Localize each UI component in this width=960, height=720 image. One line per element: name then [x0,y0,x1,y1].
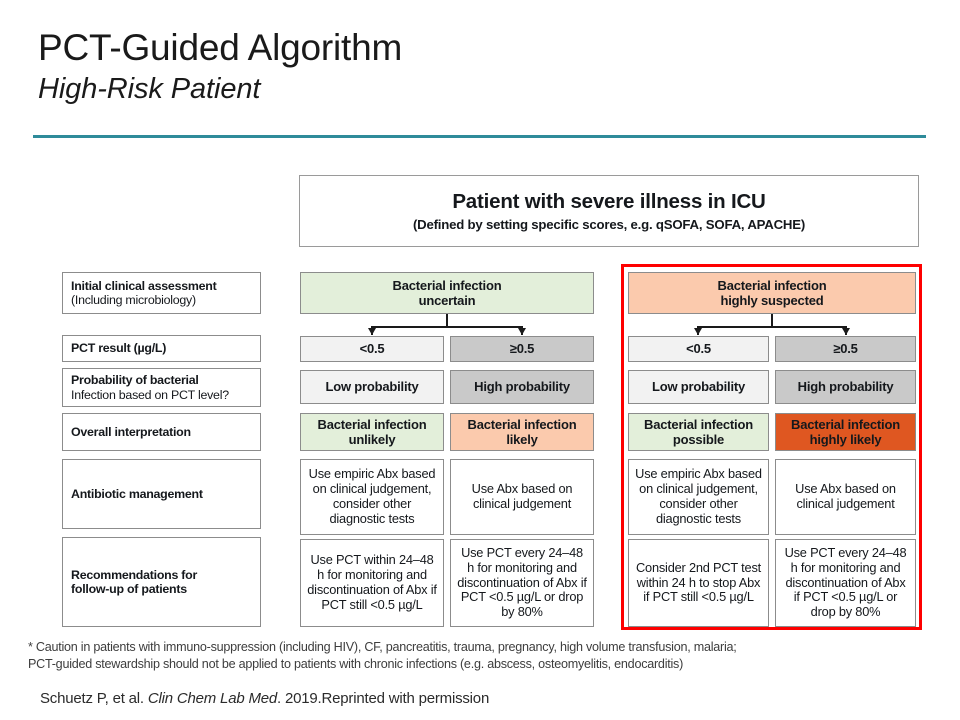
connector-bar-suspected [698,326,846,328]
page-title: PCT-Guided Algorithm High-Risk Patient [38,26,402,108]
uncertain-prob-high: High probability [450,370,594,404]
suspected-prob-high: High probability [775,370,916,404]
suspected-abx-low: Use empiric Abx based on clinical judgem… [628,459,769,535]
uncertain-abx-low: Use empiric Abx based on clinical judgem… [300,459,444,535]
figure-header-box: Patient with severe illness in ICU (Defi… [299,175,919,247]
footnote-line-2: PCT-guided stewardship should not be app… [28,657,684,671]
suspected-interpretation-low: Bacterial infection possible [628,413,769,451]
uncertain-abx-high: Use Abx based on clinical judgement [450,459,594,535]
connector-bar-uncertain [372,326,522,328]
uncertain-followup-low: Use PCT within 24–48 h for monitoring an… [300,539,444,627]
highlight-frame-high-risk [621,264,922,630]
suspected-pct-high: ≥0.5 [775,336,916,362]
uncertain-interpretation-high: Bacterial infection likely [450,413,594,451]
title-subtitle: High-Risk Patient [38,73,261,105]
suspected-followup-low: Consider 2nd PCT test within 24 h to sto… [628,539,769,627]
footnote-line-1: * Caution in patients with immuno-suppre… [28,640,737,654]
row-label-pct-result: PCT result (µg/L) [62,335,261,362]
figure-footnote: * Caution in patients with immuno-suppre… [28,639,933,673]
arrow-left-suspected [693,328,702,335]
suspected-abx-high: Use Abx based on clinical judgement [775,459,916,535]
suspected-followup-high: Use PCT every 24–48 h for monitoring and… [775,539,916,627]
row-label-recommendations: Recommendations for follow-up of patient… [62,537,261,627]
citation-authors: Schuetz P, et al. [40,690,148,707]
suspected-prob-low: Low probability [628,370,769,404]
arrow-left-uncertain [367,328,376,335]
suspected-interpretation-high: Bacterial infection highly likely [775,413,916,451]
citation-journal: Clin Chem Lab Med [147,690,278,707]
uncertain-pct-high: ≥0.5 [450,336,594,362]
row-label-overall-interpretation: Overall interpretation [62,413,261,451]
row-label-probability: Probability of bacterial Infection based… [62,368,261,407]
arrow-right-uncertain [517,328,526,335]
connector-stem-uncertain [446,314,448,328]
row-label-antibiotic-management: Antibiotic management [62,459,261,529]
title-main: PCT-Guided Algorithm [38,27,403,68]
uncertain-interpretation-low: Bacterial infection unlikely [300,413,444,451]
uncertain-prob-low: Low probability [300,370,444,404]
suspected-header: Bacterial infection highly suspected [628,272,916,314]
figure-header-line2: (Defined by setting specific scores, e.g… [412,216,806,232]
citation-rest: . 2019.Reprinted with permission [277,690,490,707]
uncertain-pct-low: <0.5 [300,336,444,362]
title-divider [33,135,926,138]
branch-uncertain-header: Bacterial infection uncertain [300,272,594,314]
row-label-initial-assessment: Initial clinical assessment (Including m… [62,272,261,314]
arrow-right-suspected [841,328,850,335]
uncertain-followup-high: Use PCT every 24–48 h for monitoring and… [450,539,594,627]
figure-header-line1: Patient with severe illness in ICU [452,189,766,213]
connector-stem-suspected [771,314,773,328]
suspected-pct-low: <0.5 [628,336,769,362]
citation: Schuetz P, et al. Clin Chem Lab Med. 201… [40,690,489,707]
